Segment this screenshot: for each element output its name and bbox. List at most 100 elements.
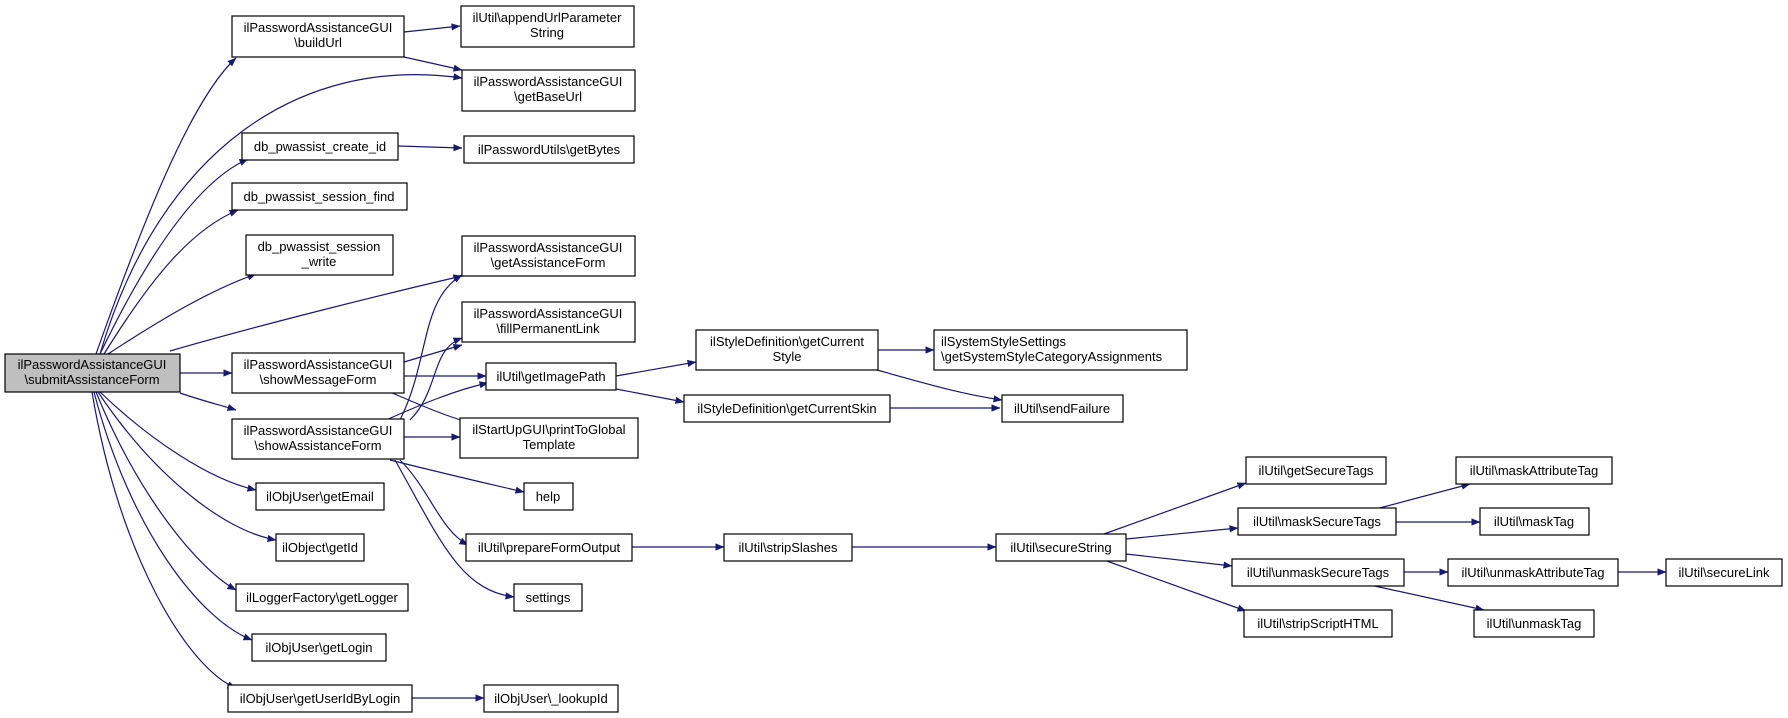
node-getCurrentSkin[interactable]: ilStyleDefinition\getCurrentSkin xyxy=(683,394,891,423)
node-getCurrentStyle[interactable]: ilStyleDefinition\getCurrent Style xyxy=(695,329,879,371)
edge-gip-getCurrentSkin xyxy=(615,388,685,404)
node-sendFailure[interactable]: ilUtil\sendFailure xyxy=(1001,394,1124,423)
node-label: ilUtil\maskSecureTags xyxy=(1253,514,1381,529)
node-label: \fillPermanentLink xyxy=(496,321,600,336)
node-prepareFormOutput[interactable]: ilUtil\prepareFormOutput xyxy=(465,533,633,562)
node-label: ilPasswordAssistanceGUI xyxy=(18,357,167,372)
node-label: \showMessageForm xyxy=(259,372,376,387)
node-help[interactable]: help xyxy=(523,482,574,511)
node-label: \showAssistanceForm xyxy=(254,438,381,453)
node-getAssistanceForm[interactable]: ilPasswordAssistanceGUI \getAssistanceFo… xyxy=(461,235,636,277)
node-label: ilPasswordAssistanceGUI xyxy=(474,306,623,321)
node-unmaskSecureTags[interactable]: ilUtil\unmaskSecureTags xyxy=(1231,558,1405,587)
node-label: ilStyleDefinition\getCurrentSkin xyxy=(697,401,876,416)
node-label: db_pwassist_create_id xyxy=(254,139,386,154)
node-label: ilUtil\secureString xyxy=(1010,540,1111,555)
node-label: ilPasswordAssistanceGUI xyxy=(474,240,623,255)
node-getImagePath[interactable]: ilUtil\getImagePath xyxy=(485,362,617,391)
node-label: ilUtil\unmaskAttributeTag xyxy=(1461,565,1604,580)
node-label: \getAssistanceForm xyxy=(491,255,606,270)
node-label: ilUtil\unmaskSecureTags xyxy=(1247,565,1390,580)
node-label: db_pwassist_session_find xyxy=(243,189,394,204)
edge-buildUrl-getBaseUrl xyxy=(403,56,463,72)
node-maskAttributeTag[interactable]: ilUtil\maskAttributeTag xyxy=(1455,456,1613,485)
node-label: ilUtil\stripSlashes xyxy=(739,540,838,555)
edge-saf-settings xyxy=(394,459,515,600)
node-getId[interactable]: ilObject\getId xyxy=(275,533,365,562)
node-label: settings xyxy=(526,590,571,605)
node-label: Style xyxy=(773,349,802,364)
node-lookupId[interactable]: ilObjUser\_lookupId xyxy=(483,684,619,713)
node-stripSlashes[interactable]: ilUtil\stripSlashes xyxy=(723,533,853,562)
node-unmaskTag[interactable]: ilUtil\unmaskTag xyxy=(1473,609,1595,638)
node-showAssistanceForm[interactable]: ilPasswordAssistanceGUI \showAssistanceF… xyxy=(231,418,405,460)
node-getLogin[interactable]: ilObjUser\getLogin xyxy=(251,633,387,662)
edge-buildUrl-append xyxy=(403,23,461,33)
node-label: ilPasswordAssistanceGUI xyxy=(474,74,623,89)
node-unmaskAttributeTag[interactable]: ilUtil\unmaskAttributeTag xyxy=(1447,558,1619,587)
node-label: ilPasswordAssistanceGUI xyxy=(244,423,393,438)
node-label: ilObjUser\_lookupId xyxy=(494,691,607,706)
edge-root-getLogger xyxy=(95,391,237,591)
node-label: ilPasswordUtils\getBytes xyxy=(478,142,621,157)
node-fillPermanentLink[interactable]: ilPasswordAssistanceGUI \fillPermanentLi… xyxy=(461,301,636,343)
node-printToGlobalTemplate[interactable]: ilStartUpGUI\printToGlobal Template xyxy=(459,417,639,459)
edge-ss-getSecureTags xyxy=(1103,482,1247,535)
node-label: ilStyleDefinition\getCurrent xyxy=(710,334,864,349)
node-maskSecureTags[interactable]: ilUtil\maskSecureTags xyxy=(1237,507,1397,536)
edge-root-getEmail xyxy=(99,391,257,492)
edge-saf-prepareFormOutput xyxy=(399,459,469,546)
node-getBaseUrl[interactable]: ilPasswordAssistanceGUI \getBaseUrl xyxy=(461,69,636,112)
edge-saf-fillPermanentLink xyxy=(409,337,463,421)
node-settings[interactable]: settings xyxy=(513,583,583,612)
node-getUserIdByLogin[interactable]: ilObjUser\getUserIdByLogin xyxy=(227,684,413,713)
edge-root-showAssistanceForm xyxy=(179,392,237,411)
edge-gcs-sendFailure xyxy=(869,367,1003,403)
node-getSecureTags[interactable]: ilUtil\getSecureTags xyxy=(1245,456,1387,485)
node-db_session_write[interactable]: db_pwassist_session _write xyxy=(245,234,394,276)
edge-root-getId xyxy=(97,391,277,543)
node-label: String xyxy=(530,25,564,40)
edges xyxy=(91,23,1667,702)
node-label: db_pwassist_session xyxy=(258,239,381,254)
node-label: ilObjUser\getLogin xyxy=(266,640,373,655)
edge-root-getLogin xyxy=(93,391,253,641)
node-label: ilObject\getId xyxy=(282,540,358,555)
edge-root-db_session_write xyxy=(107,273,257,355)
edge-root-db_session_find xyxy=(103,209,239,355)
edge-create-getBytes xyxy=(397,144,463,152)
node-label: ilObjUser\getUserIdByLogin xyxy=(240,691,400,706)
node-label: ilStartUpGUI\printToGlobal xyxy=(472,422,625,437)
node-secureLink[interactable]: ilUtil\secureLink xyxy=(1665,558,1783,587)
node-getLogger[interactable]: ilLoggerFactory\getLogger xyxy=(235,583,409,612)
edge-ss-unmaskSecureTags xyxy=(1125,553,1233,569)
node-root[interactable]: ilPasswordAssistanceGUI \submitAssistanc… xyxy=(4,353,181,393)
nodes: ilPasswordAssistanceGUI \submitAssistanc… xyxy=(4,5,1783,713)
node-label: ilUtil\prepareFormOutput xyxy=(478,540,621,555)
node-db_create_id[interactable]: db_pwassist_create_id xyxy=(241,132,399,161)
node-db_session_find[interactable]: db_pwassist_session_find xyxy=(231,182,408,211)
node-label: ilUtil\appendUrlParameter xyxy=(473,10,623,25)
node-label: \getSystemStyleCategoryAssignments xyxy=(941,349,1163,364)
node-label: ilObjUser\getEmail xyxy=(266,489,374,504)
node-getSystemStyleCategoryAssignments[interactable]: ilSystemStyleSettings \getSystemStyleCat… xyxy=(933,329,1188,371)
node-stripScriptHTML[interactable]: ilUtil\stripScriptHTML xyxy=(1243,609,1393,638)
node-getEmail[interactable]: ilObjUser\getEmail xyxy=(255,482,385,511)
node-label: ilUtil\unmaskTag xyxy=(1487,616,1582,631)
node-buildUrl[interactable]: ilPasswordAssistanceGUI \buildUrl xyxy=(231,15,405,58)
node-label: ilLoggerFactory\getLogger xyxy=(246,590,398,605)
node-maskTag[interactable]: ilUtil\maskTag xyxy=(1479,507,1590,536)
edge-root-db_create_id xyxy=(99,158,249,355)
node-showMessageForm[interactable]: ilPasswordAssistanceGUI \showMessageForm xyxy=(231,352,405,394)
node-secureString[interactable]: ilUtil\secureString xyxy=(995,533,1127,562)
node-getBytes[interactable]: ilPasswordUtils\getBytes xyxy=(463,135,635,164)
edge-ss-maskSecureTags xyxy=(1125,525,1239,540)
node-label: Template xyxy=(523,437,576,452)
edge-saf-getAssistanceForm xyxy=(399,274,463,421)
edge-root-buildUrl xyxy=(95,57,237,355)
node-appendUrlParameterString[interactable]: ilUtil\appendUrlParameter String xyxy=(460,5,635,48)
node-label: \buildUrl xyxy=(294,35,342,50)
node-label: ilPasswordAssistanceGUI xyxy=(244,20,393,35)
node-label: ilUtil\sendFailure xyxy=(1014,401,1110,416)
